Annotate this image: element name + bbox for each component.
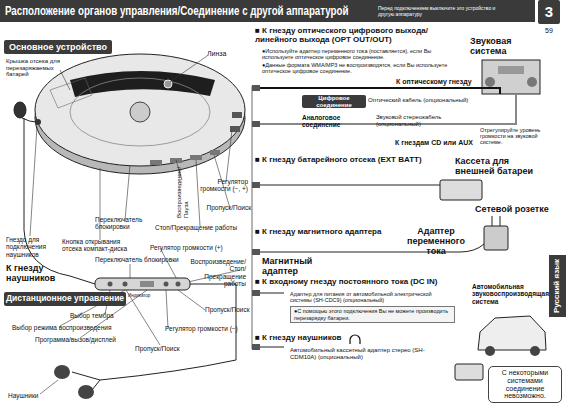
part-label: ■ К гнезду магнитного адаптера [255, 228, 395, 237]
part-label: ●Используйте адаптер переменного тока (п… [262, 48, 452, 60]
cassette-adapter [455, 364, 483, 380]
car-wheel [485, 346, 495, 356]
part-label: ■ К гнезду батарейного отсека (EXT BATT) [255, 156, 445, 165]
part-label: ■ К гнезду наушников [255, 334, 349, 343]
language-tab: Русский язык [549, 255, 566, 317]
part-label: Переключатель блокировки [95, 256, 187, 263]
section-label: Дистанционное управление [4, 292, 126, 306]
headphone-icon [350, 335, 360, 344]
part-label: Автомобильная звуковоспроизводящая систе… [472, 283, 548, 305]
part-label: Автомобильный кассетный адаптер стерео (… [290, 347, 450, 360]
optical-cable [260, 88, 500, 94]
part-label: Звуковая система [470, 36, 540, 56]
part-label: К оптическому гнезду [396, 78, 478, 86]
section-label: 3 [538, 0, 560, 24]
node-text: Основное устройство [9, 42, 107, 52]
node-text: ●С помощью этого подключения Вы не может… [294, 308, 451, 320]
part-label: ●Данные формата WMA/MP3 не воспроизводят… [262, 62, 452, 74]
section-label: Основное устройство [4, 40, 112, 54]
node-text: 3 [545, 4, 553, 21]
node-text: Дистанционное управление [6, 294, 124, 304]
part-label: Адаптер переменного тока [398, 226, 474, 256]
part-label: Пропуск/Поиск [205, 306, 250, 313]
part-label: Линза [207, 50, 247, 58]
car-wheel [530, 346, 540, 356]
part-label: Программа/вызов/дисплей [35, 336, 130, 343]
node-text: С некоторыми системами соединение невозм… [491, 369, 559, 400]
note-box: С некоторыми системами соединение невозм… [488, 366, 562, 403]
part-label: Крышка отсека для перезаряжаемых батарей [6, 58, 78, 78]
part-label: Регулятор громкости (+) [150, 244, 240, 251]
part-label: Адаптер для питания от автомобильной эле… [290, 291, 455, 303]
part-label: Стоп/Прекращение работы [155, 224, 250, 231]
part-label: Переключатель блокировки [95, 216, 155, 231]
part-label: Наушники [8, 392, 58, 399]
car-adapter-cable [260, 293, 284, 294]
part-label: Звуковой стереокабель (опциональный) [376, 114, 486, 127]
cassette-cable [260, 347, 284, 348]
earbuds [54, 365, 100, 399]
part-label: К гнезду наушников [6, 263, 64, 283]
part-label: Выбор режима воспроизведения [12, 324, 122, 331]
part-label: Аналоговое соединение [302, 114, 374, 129]
node-text: Русский язык [553, 259, 562, 313]
part-label: Перед подключением выключите это устройс… [378, 6, 503, 17]
jack-column [252, 85, 260, 350]
leader-lines [30, 56, 240, 285]
part-label: Кнопка открывания отсека компакт-диска [62, 238, 140, 253]
battery-case [440, 180, 482, 200]
part-label: Воспроизведение/Стоп/Прекращение работы [188, 258, 246, 287]
section-label: Цифровое соединение [302, 95, 366, 108]
car [478, 316, 546, 350]
part-label: К гнездам CD или AUX [395, 139, 485, 147]
part-label: Магнитный адаптер [262, 256, 317, 276]
part-label: Отрегулируйте уровень громкости на звуко… [480, 127, 542, 145]
part-label: Регулятор громкости (−, +) [200, 178, 248, 193]
part-label: Гнездо для подключения наушников [6, 236, 61, 258]
part-label: Пропуск/Поиск [205, 204, 251, 211]
part-label: Пропуск/Поиск [135, 345, 195, 352]
part-label: Регулятор громкости (−) [165, 325, 250, 332]
battery-cable [260, 185, 440, 186]
part-label: Выбор тембра [70, 312, 130, 319]
part-label: Оптический кабель (опциональный) [368, 97, 478, 104]
page-title: Расположение органов управления/Соединен… [5, 3, 349, 19]
part-label: ■ К гнезду оптического цифрового выхода/… [255, 27, 465, 45]
part-label: Индикатор [128, 293, 168, 298]
note-box: ●С помощью этого подключения Вы не может… [290, 306, 455, 323]
header-band [0, 0, 535, 22]
part-label: Кассета для внешней батареи [455, 156, 545, 176]
node-text: Цифровое соединение [302, 95, 366, 108]
part-label: 59 [545, 27, 565, 35]
part-label: Воспроизведение/Пауза [176, 174, 189, 218]
cd-player [35, 54, 245, 174]
part-label: ■ К входному гнезду постоянного тока (DC… [255, 278, 473, 287]
part-label: Сетевой розетке [475, 204, 563, 214]
